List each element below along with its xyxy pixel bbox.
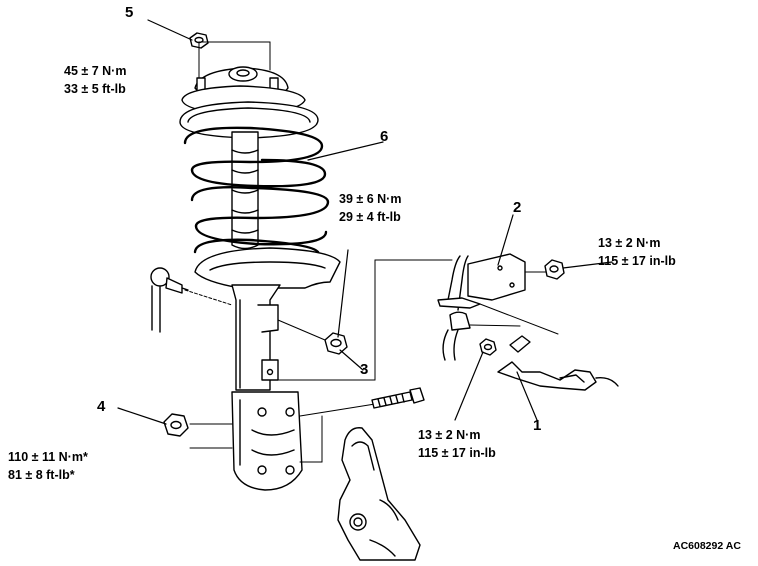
torque-2: 13 ± 2 N·m 115 ± 17 in-lb: [598, 234, 676, 270]
torque-2-imperial: 115 ± 17 in-lb: [598, 254, 676, 268]
torque-5-metric: 45 ± 7 N·m: [64, 64, 127, 78]
bracket-nut: [544, 259, 565, 280]
torque-2-metric: 13 ± 2 N·m: [598, 236, 661, 250]
callout-1: 1: [533, 417, 542, 434]
leader-5: [147, 19, 193, 41]
figure-code: AC608292 AC: [673, 540, 741, 552]
torque-1: 13 ± 2 N·m 115 ± 17 in-lb: [418, 426, 496, 462]
leader-3-torque: [337, 249, 349, 338]
callout-3: 3: [360, 361, 369, 378]
torque-5-imperial: 33 ± 5 ft-lb: [64, 82, 126, 96]
knuckle-bolt: [371, 387, 425, 409]
leader-4: [117, 407, 167, 425]
upper-nut-bracket-lines: [198, 41, 271, 83]
leader-2-torque: [562, 261, 613, 269]
coil-spring-6: [183, 126, 330, 254]
leader-lines: [117, 19, 613, 425]
torque-4-imperial: 81 ± 8 ft-lb*: [8, 468, 75, 482]
speed-sensor-harness-1: [497, 335, 619, 391]
leader-1-torque: [454, 351, 484, 421]
torque-4-metric: 110 ± 11 N·m*: [8, 450, 88, 464]
torque-3-metric: 39 ± 6 N·m: [339, 192, 402, 206]
steering-knuckle: [337, 427, 421, 561]
strut-knuckle-bracket: [231, 391, 303, 491]
strut-nut-3: [324, 332, 348, 355]
callout-4: 4: [97, 398, 106, 415]
leader-1: [516, 371, 538, 421]
upper-nut-5: [189, 32, 209, 49]
leader-6: [307, 141, 384, 161]
stabilizer-link: [150, 267, 189, 333]
torque-1-metric: 13 ± 2 N·m: [418, 428, 481, 442]
leader-3: [339, 349, 364, 371]
strut-body: [231, 284, 281, 391]
callout-5: 5: [125, 4, 134, 21]
stabilizer-guide-lines: [184, 289, 233, 306]
lower-nut-4: [163, 413, 189, 437]
torque-1-imperial: 115 ± 17 in-lb: [418, 446, 496, 460]
callout-6: 6: [380, 128, 389, 145]
nut-3-guide-lines: [269, 259, 453, 381]
lower-bolt-guide-lines: [189, 403, 376, 463]
bracket-2-guide-lines: [469, 271, 559, 335]
lower-spring-seat: [194, 247, 341, 289]
sensor-nut: [479, 338, 497, 356]
torque-5: 45 ± 7 N·m 33 ± 5 ft-lb: [64, 62, 126, 98]
torque-3: 39 ± 6 N·m 29 ± 4 ft-lb: [339, 190, 401, 226]
sensor-bracket-2: [437, 253, 526, 361]
callout-2: 2: [513, 199, 522, 216]
leader-2: [497, 214, 514, 266]
torque-3-imperial: 29 ± 4 ft-lb: [339, 210, 401, 224]
bump-stop-boot: [231, 131, 259, 250]
torque-4: 110 ± 11 N·m* 81 ± 8 ft-lb*: [8, 448, 88, 484]
